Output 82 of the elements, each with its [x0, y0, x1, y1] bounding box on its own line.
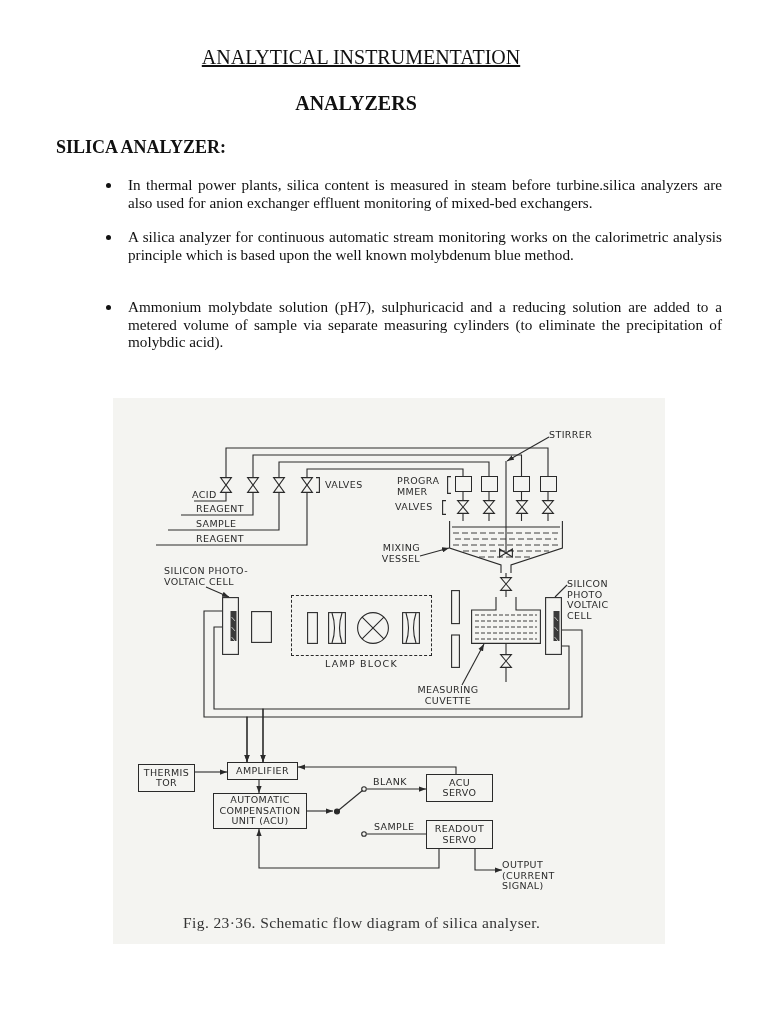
- mixing-vessel: [449, 521, 563, 573]
- valve-symbol: [500, 577, 512, 591]
- leader-line: [419, 547, 450, 557]
- part-label: VALVES: [325, 480, 363, 491]
- signal-line: [366, 833, 427, 835]
- part-label: SILICON PHOTO VOLTAIC CELL: [567, 579, 617, 621]
- valve-symbol: [247, 477, 259, 493]
- part-label: LAMP BLOCK: [325, 659, 398, 670]
- pipe: [547, 513, 549, 522]
- edge-label: ACID: [191, 490, 218, 500]
- block-label: ACU SERVO: [441, 777, 478, 799]
- leader-line: [205, 586, 230, 598]
- feed-pipe: [225, 447, 549, 478]
- drain-pipe: [505, 643, 507, 655]
- part-label: OUTPUT (CURRENT SIGNAL): [502, 860, 562, 892]
- feed-pipe: [306, 468, 464, 478]
- process-block: [227, 762, 298, 780]
- valve-symbol: [515, 500, 528, 514]
- block-label: THERMIS TOR: [142, 767, 191, 789]
- valve-symbol: [542, 500, 554, 514]
- leader-line: [506, 436, 550, 462]
- bullet-text: Ammonium molybdate solution (pH7), sulphuricacid and a reducing solution are added to a metered volume of sample via separate measuring cylinders (to eliminate the precipitation of molybdic acid).: [128, 298, 722, 351]
- photovoltaic-cell: [222, 597, 239, 655]
- bullet-text: In thermal power plants, silica content is measured in steam before turbine.silica analyzers are also used for anion exchanger effluent monitoring of mixed-bed exchangers.: [128, 176, 722, 211]
- drain-pipe: [505, 667, 507, 683]
- arrow: [297, 764, 457, 775]
- feed-pipe: [155, 492, 308, 546]
- block-label: AUTOMATIC COMPENSATION UNIT (ACU): [218, 795, 302, 827]
- page-title: ANALYTICAL INSTRUMENTATION: [201, 45, 521, 69]
- arrow: [366, 786, 427, 792]
- valve-symbol: [301, 477, 313, 493]
- signal-wire: [260, 645, 570, 763]
- section-heading: ANALYZERS: [295, 91, 417, 115]
- switch-symbol: [333, 786, 367, 837]
- process-block: [426, 820, 493, 849]
- pipe: [488, 513, 490, 522]
- photovoltaic-cell: [545, 597, 562, 655]
- valve-symbol: [273, 477, 285, 493]
- feed-pipe: [278, 461, 490, 478]
- subsection-heading: SILICA ANALYZER:: [56, 136, 226, 158]
- arrow: [194, 769, 228, 775]
- edge-label: SAMPLE: [195, 519, 238, 529]
- figure-caption: Fig. 23·36. Schematic flow diagram of silica analyser.: [183, 914, 541, 932]
- pipe: [488, 491, 490, 501]
- arrow: [256, 779, 262, 794]
- part-label: STIRRER: [549, 430, 593, 441]
- stirrer: [499, 461, 513, 558]
- pipe: [462, 491, 464, 501]
- edge-label: REAGENT: [195, 534, 245, 544]
- valve-symbol: [483, 500, 495, 514]
- part-label: PROGRA MMER: [397, 476, 441, 497]
- valve-symbol: [457, 500, 469, 514]
- edge-label: REAGENT: [195, 504, 245, 514]
- block-label: AMPLIFIER: [236, 765, 289, 777]
- edge-label: BLANK: [372, 777, 408, 787]
- cuvette: [471, 597, 541, 644]
- feed-pipe: [252, 454, 523, 478]
- arrow: [306, 808, 334, 814]
- pipe: [505, 572, 507, 578]
- part-label: SILICON PHOTO-VOLTAIC CELL: [164, 566, 266, 587]
- feed-pipe: [193, 492, 227, 502]
- programmer-box: [513, 476, 530, 492]
- feed-pipe: [167, 492, 280, 531]
- valve-symbol: [500, 654, 512, 668]
- signal-wire: [244, 629, 583, 763]
- process-block: [426, 774, 493, 802]
- part-label: MIXING VESSEL: [374, 543, 420, 564]
- leader-line: [461, 643, 485, 686]
- part-label: VALVES: [395, 502, 433, 513]
- part-label: MEASURING CUVETTE: [410, 685, 486, 706]
- valve-symbol: [220, 477, 232, 493]
- arrow: [474, 848, 503, 873]
- block-label: READOUT SERVO: [433, 824, 486, 845]
- pipe: [547, 491, 549, 501]
- pipe: [505, 590, 507, 598]
- edge-label: SAMPLE: [373, 822, 416, 832]
- arrow: [256, 828, 440, 869]
- feed-pipe: [180, 492, 254, 516]
- leader-line: [554, 584, 568, 598]
- pipe: [520, 513, 523, 522]
- bullet-text: A silica analyzer for continuous automatic stream monitoring works on the calorimetric analysis principle which is based upon the well known molybdenum blue method.: [128, 228, 722, 263]
- pipe: [462, 513, 464, 522]
